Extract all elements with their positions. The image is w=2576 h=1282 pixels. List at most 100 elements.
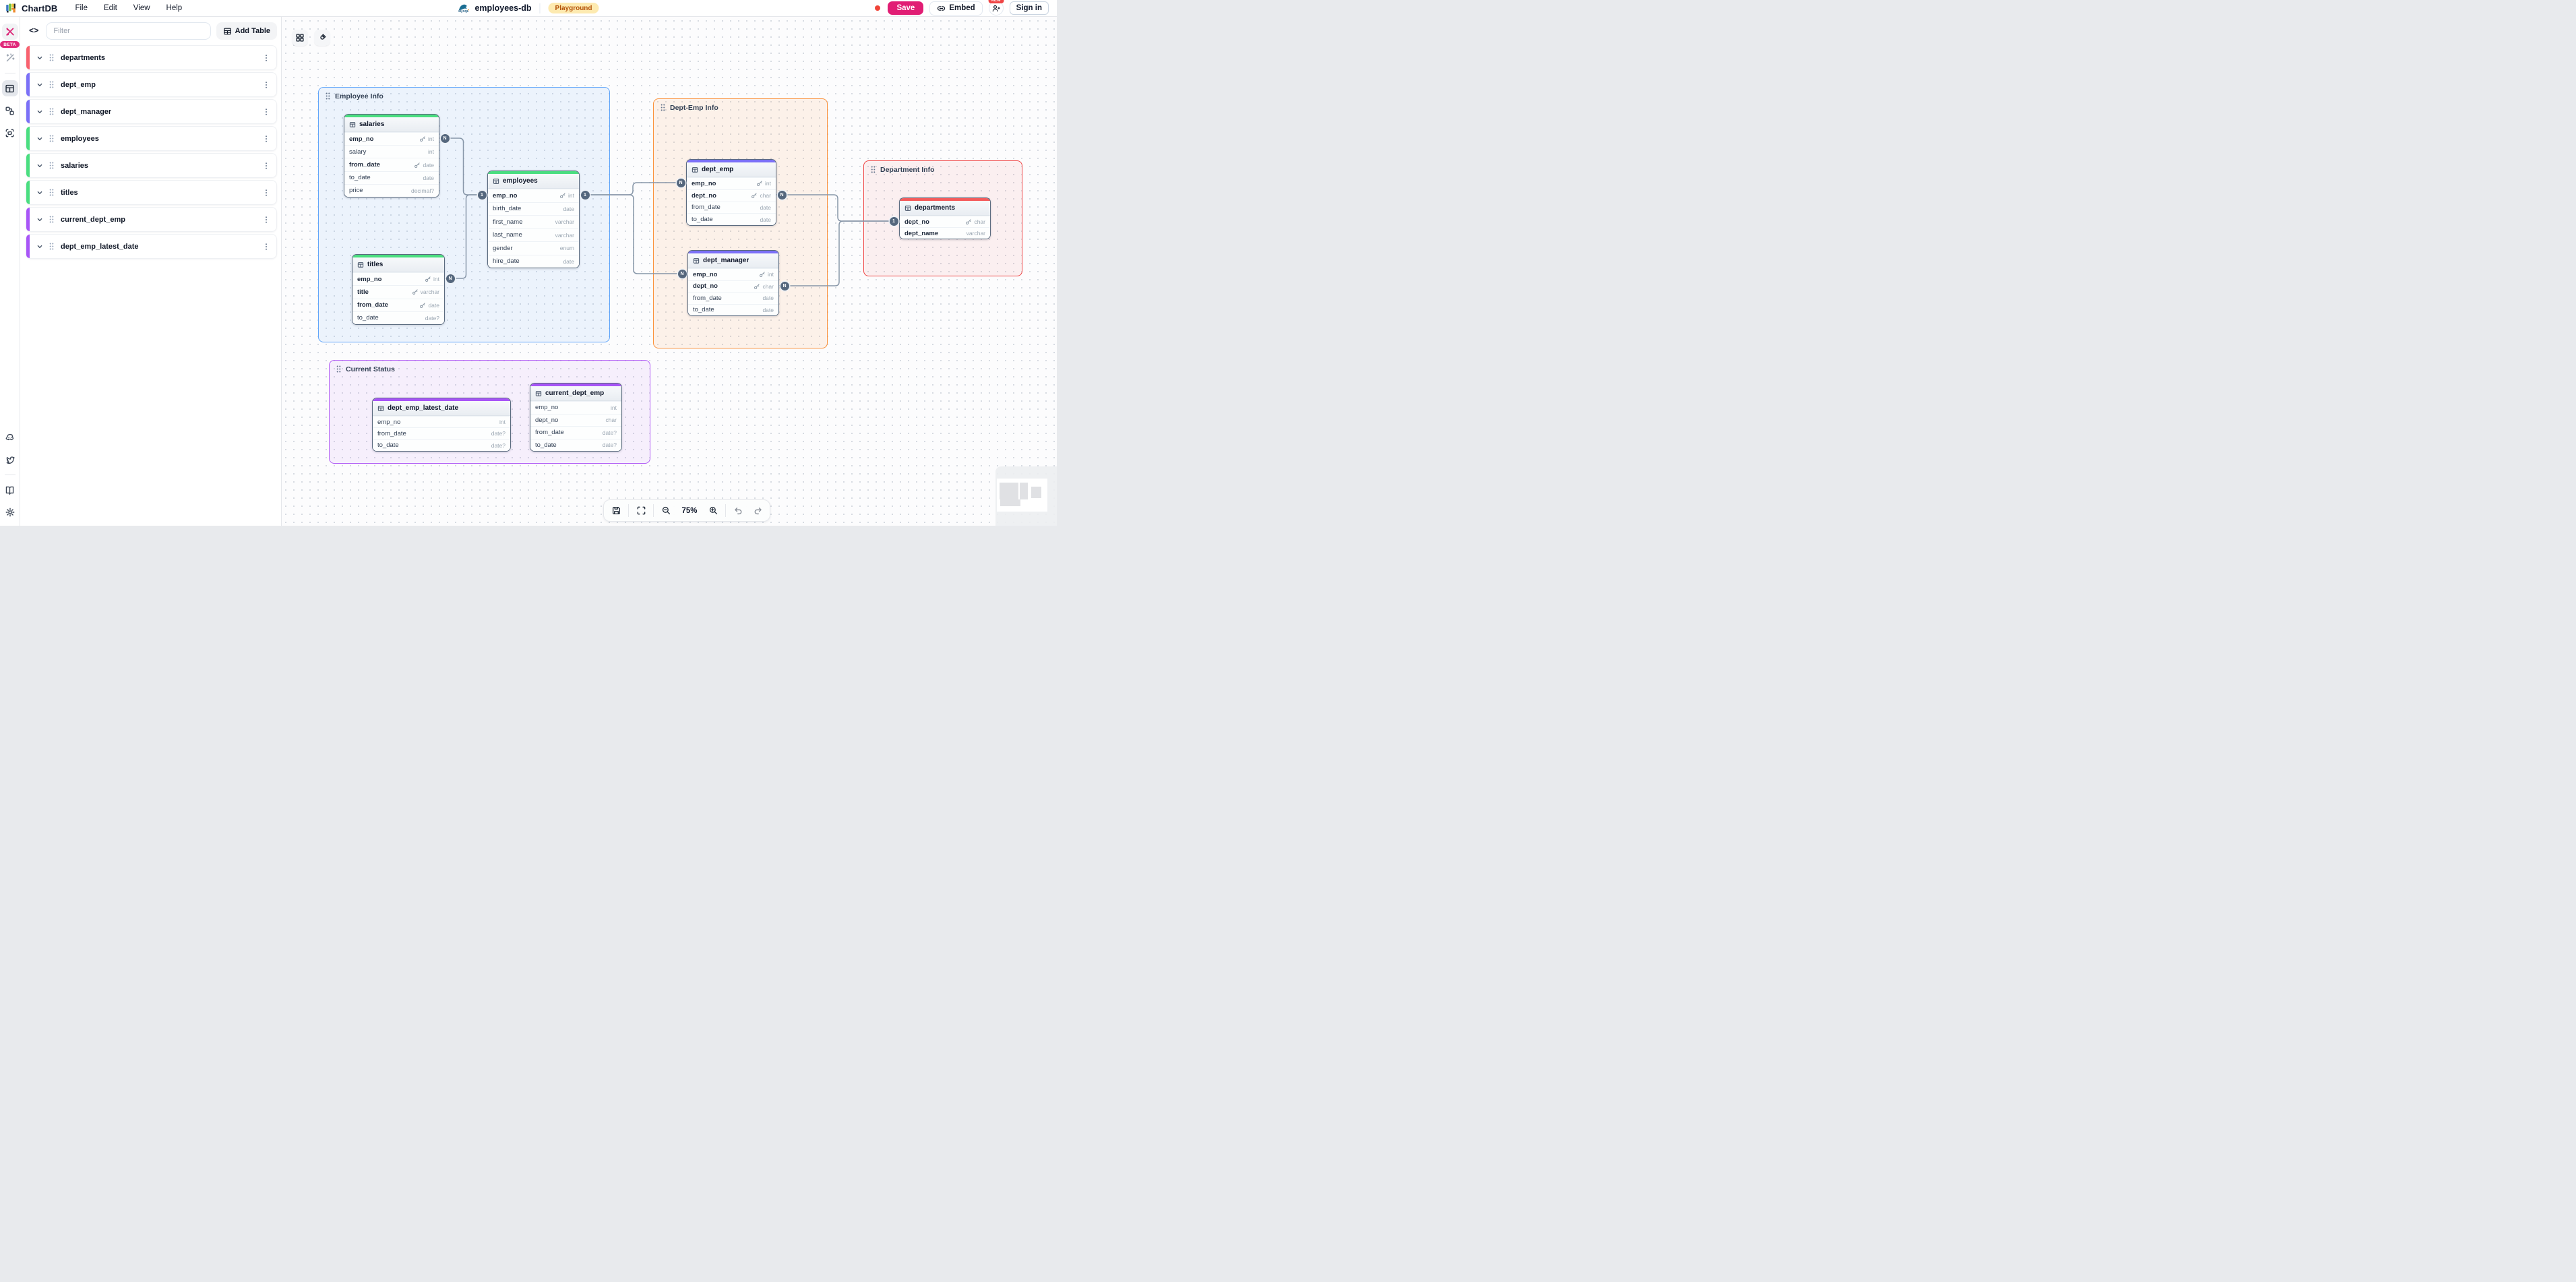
layout-grid-button[interactable] [292,30,308,46]
redo-button[interactable] [750,503,765,518]
drag-handle-icon[interactable] [49,215,55,224]
menu-edit[interactable]: Edit [103,4,117,12]
embed-button[interactable]: Embed [929,1,983,16]
menu-view[interactable]: View [133,4,150,12]
chevron-down-icon[interactable] [36,108,44,116]
invite-user-button[interactable] [988,1,1004,16]
add-table-button[interactable]: Add Table [216,22,277,40]
chevron-down-icon[interactable] [36,189,44,197]
drag-handle-icon[interactable] [49,53,55,62]
diagram-editor-icon[interactable] [1,24,18,40]
kebab-menu-icon[interactable] [262,215,270,224]
zoom-in-button[interactable] [706,503,720,518]
diagram-name[interactable]: employees-db [474,3,532,13]
sidebar-table-row-dept_emp_latest_date[interactable]: dept_emp_latest_date [26,234,277,259]
table-header[interactable]: salaries [344,117,439,132]
drag-handle-icon[interactable] [325,92,331,100]
sidebar-item-tables[interactable] [1,80,18,96]
drag-handle-icon[interactable] [336,365,342,373]
sidebar-table-row-departments[interactable]: departments [26,45,277,70]
kebab-menu-icon[interactable] [262,53,270,63]
chevron-down-icon[interactable] [36,162,44,170]
table-header[interactable]: departments [900,201,990,216]
undo-button[interactable] [731,503,745,518]
drag-handle-icon[interactable] [49,134,55,143]
docs-icon[interactable] [2,482,18,498]
fit-view-icon[interactable] [634,503,648,518]
kebab-menu-icon[interactable] [262,188,270,197]
settings-gear-icon[interactable] [2,504,18,520]
sidebar-table-row-dept_manager[interactable]: dept_manager [26,99,277,124]
zoom-level[interactable]: 75% [681,506,698,515]
table-header[interactable]: current_dept_emp [530,386,621,401]
filter-input[interactable] [46,22,211,40]
drag-handle-icon[interactable] [49,188,55,197]
kebab-menu-icon[interactable] [262,134,270,144]
drag-handle-icon[interactable] [49,80,55,89]
sidebar-item-relationships[interactable] [2,102,18,119]
menu-help[interactable]: Help [166,4,183,12]
code-view-button[interactable]: <> [29,26,39,36]
chevron-down-icon[interactable] [36,243,44,251]
save-diagram-icon[interactable] [609,503,623,518]
sidebar-table-row-dept_emp[interactable]: dept_emp [26,72,277,97]
sidebar-table-row-employees[interactable]: employees [26,126,277,151]
table-header[interactable]: employees [488,174,579,189]
kebab-menu-icon[interactable] [262,242,270,251]
drag-handle-icon[interactable] [870,165,876,174]
drag-handle-icon[interactable] [49,107,55,116]
table-header[interactable]: dept_emp [687,162,776,177]
drag-handle-icon[interactable] [49,161,55,170]
sidebar-table-row-titles[interactable]: titles [26,180,277,205]
sidebar-table-row-current_dept_emp[interactable]: current_dept_emp [26,207,277,232]
drag-handle-icon[interactable] [49,242,55,251]
kebab-menu-icon[interactable] [262,107,270,117]
discord-icon[interactable] [2,429,18,446]
magic-wand-icon[interactable] [2,50,18,66]
table-header[interactable]: dept_manager [688,253,778,268]
chevron-down-icon[interactable] [36,135,44,143]
save-button[interactable]: Save [888,1,924,15]
drag-handle-icon[interactable] [660,103,666,112]
sign-in-button[interactable]: Sign in [1009,1,1049,15]
sidebar-item-custom-types[interactable] [2,125,18,141]
table-header[interactable]: dept_emp_latest_date [373,401,510,416]
table-header[interactable]: titles [352,257,444,272]
snap-magnet-button[interactable] [314,30,330,46]
chevron-down-icon[interactable] [36,216,44,224]
minimap[interactable] [995,466,1057,526]
